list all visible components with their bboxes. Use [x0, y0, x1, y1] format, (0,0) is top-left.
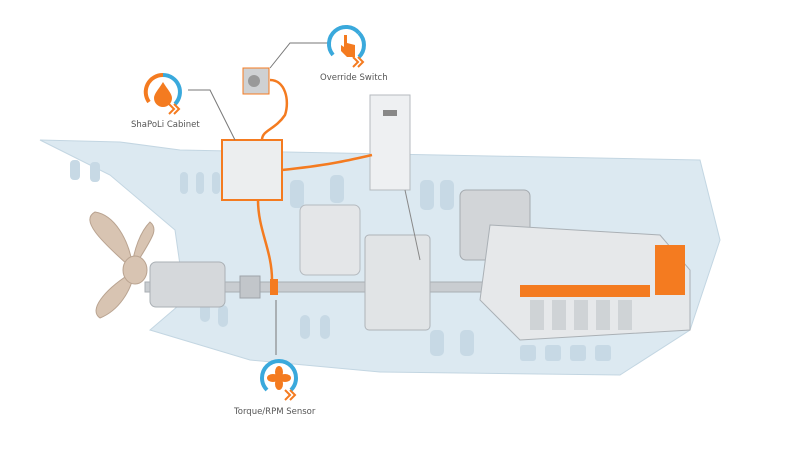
drop-icon	[143, 72, 182, 115]
torque-sensor-label: Torque/RPM Sensor	[234, 407, 316, 417]
cables	[256, 78, 373, 281]
gearbox	[364, 234, 431, 331]
hand-pointer-icon	[327, 25, 366, 68]
generator	[299, 204, 361, 276]
main-engine	[459, 189, 691, 341]
override-switch-label: Override Switch	[320, 73, 388, 83]
propeller	[89, 211, 155, 319]
control-cabinet	[369, 94, 411, 191]
fan-icon	[260, 358, 298, 401]
stern-tube	[149, 261, 226, 308]
shapoli-cabinet	[221, 139, 283, 201]
shapoli-cabinet-label: ShaPoLi Cabinet	[131, 120, 200, 130]
hull-cutouts	[70, 160, 611, 361]
torque-sensor	[270, 279, 278, 295]
